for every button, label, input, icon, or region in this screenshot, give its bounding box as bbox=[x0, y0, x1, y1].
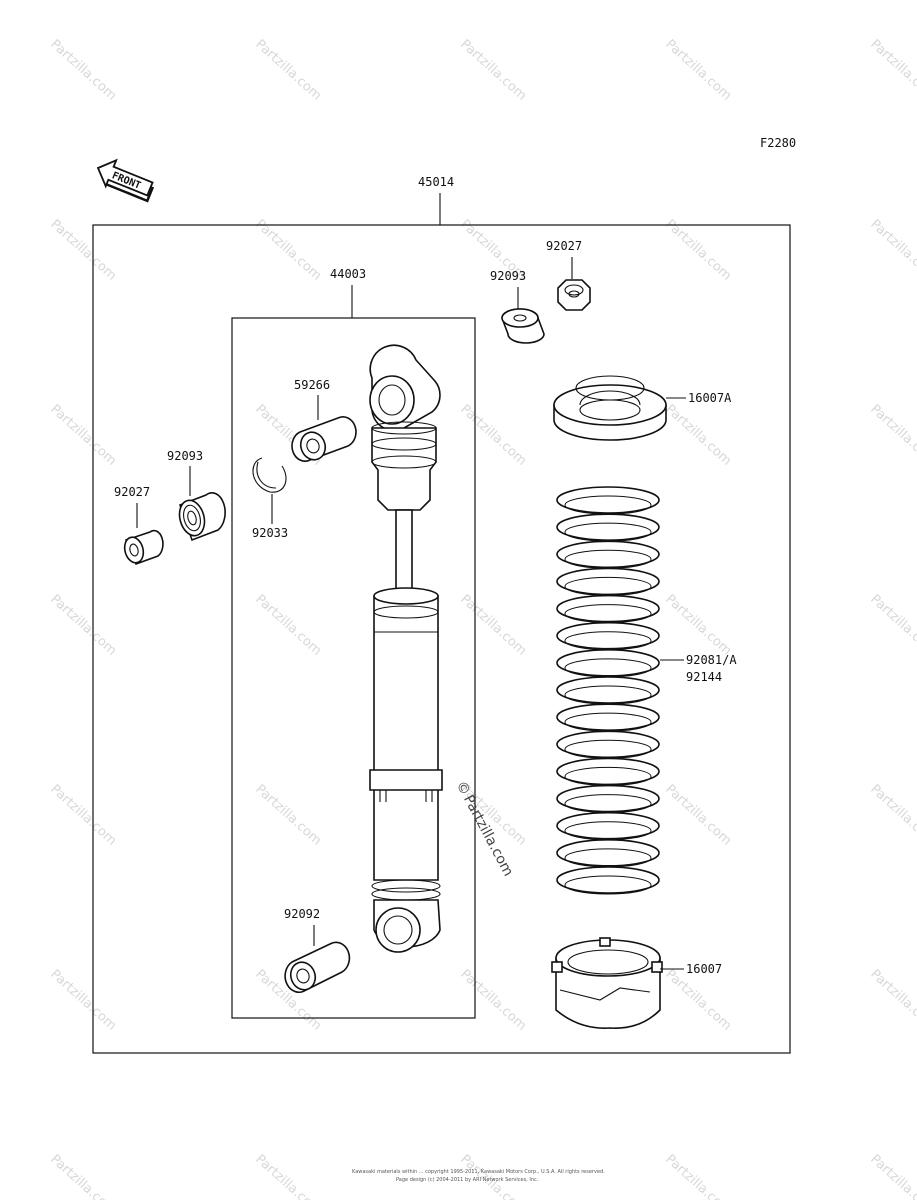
part-16007A-spring-seat bbox=[553, 375, 667, 441]
label-92081A: 92081/A bbox=[686, 653, 737, 667]
front-arrow-icon: FRONT bbox=[96, 158, 155, 203]
spring-coil-inner bbox=[564, 712, 652, 732]
spring-coil-inner bbox=[564, 576, 652, 596]
watermark-text: Partzilla.com bbox=[867, 217, 917, 284]
part-44003-shock-absorber bbox=[369, 344, 443, 953]
footer-line-1: Kawasaki materials within ... copyright … bbox=[352, 1169, 605, 1175]
spring-coil bbox=[556, 649, 660, 677]
spring-coil bbox=[556, 730, 660, 759]
watermark-text: Partzilla.com bbox=[252, 37, 324, 104]
label-16007: 16007 bbox=[686, 962, 722, 976]
watermark-text: Partzilla.com bbox=[252, 782, 324, 849]
copyright-mark: © bbox=[452, 778, 473, 798]
label-16007A: 16007A bbox=[688, 391, 732, 405]
watermark-text: Partzilla.com bbox=[457, 402, 529, 469]
watermark-text: Partzilla.com bbox=[47, 592, 119, 659]
watermark-text: Partzilla.com bbox=[47, 1152, 119, 1200]
footer-line-2: Page design (c) 2004-2011 by ARI Network… bbox=[396, 1177, 539, 1183]
spring-coil-inner bbox=[564, 522, 652, 542]
part-92092-collar bbox=[284, 941, 351, 993]
spring-coil-inner bbox=[564, 495, 652, 515]
spring-coil bbox=[556, 784, 660, 813]
spring-coil-inner bbox=[564, 821, 652, 841]
label-92027-left: 92027 bbox=[114, 485, 150, 499]
label-59266: 59266 bbox=[294, 378, 330, 392]
label-92092: 92092 bbox=[284, 907, 320, 921]
watermark-text: Partzilla.com bbox=[867, 782, 917, 849]
part-92027-top bbox=[557, 279, 591, 311]
part-92033-circlip bbox=[252, 457, 287, 493]
label-92027-top: 92027 bbox=[546, 239, 582, 253]
watermark-text: Partzilla.com bbox=[662, 37, 734, 104]
watermark-text: Partzilla.com bbox=[252, 217, 324, 284]
spring-coil bbox=[556, 513, 660, 541]
watermark-text: Partzilla.com bbox=[662, 217, 734, 284]
sub-assembly-label-44003: 44003 bbox=[330, 267, 366, 281]
spring-coil bbox=[556, 676, 660, 704]
watermark-text: Partzilla.com bbox=[457, 1152, 529, 1200]
watermark-text: Partzilla.com bbox=[47, 402, 119, 469]
watermark-text: Partzilla.com bbox=[867, 592, 917, 659]
watermark-text: Partzilla.com bbox=[47, 37, 119, 104]
watermark-text: Partzilla.com bbox=[47, 217, 119, 284]
label-92033: 92033 bbox=[252, 526, 288, 540]
spring-coil bbox=[556, 621, 660, 650]
watermark-text: Partzilla.com bbox=[457, 592, 529, 659]
sub-assembly-frame bbox=[231, 317, 476, 1019]
assembly-label-45014: 45014 bbox=[418, 175, 454, 189]
watermark-text: Partzilla.com bbox=[662, 592, 734, 659]
part-92081A-spring bbox=[556, 486, 660, 895]
spring-coil-inner bbox=[564, 685, 652, 705]
watermark-text: Partzilla.com bbox=[867, 1152, 917, 1200]
spring-coil-inner bbox=[564, 794, 652, 814]
watermark-text: Partzilla.com bbox=[662, 967, 734, 1034]
spring-coil-inner bbox=[564, 631, 652, 651]
spring-coil-inner bbox=[564, 658, 652, 678]
watermark-text: Partzilla.com bbox=[867, 37, 917, 104]
spring-coil bbox=[556, 811, 660, 840]
part-92093-top bbox=[501, 308, 545, 344]
label-92093-left: 92093 bbox=[167, 449, 203, 463]
spring-coil-inner bbox=[564, 766, 652, 786]
part-16007-adjuster-nut bbox=[551, 937, 663, 1029]
part-59266-collar bbox=[291, 416, 357, 462]
watermark-text: Partzilla.com bbox=[47, 967, 119, 1034]
spring-coil-inner bbox=[564, 848, 652, 868]
spring-coil bbox=[556, 540, 660, 569]
spring-coil-inner bbox=[564, 549, 652, 569]
diagram-code: F2280 bbox=[760, 136, 796, 150]
part-92093-left-bearing bbox=[178, 492, 226, 542]
spring-coil bbox=[556, 703, 660, 731]
spring-coil-inner bbox=[564, 739, 652, 759]
spring-coil bbox=[556, 567, 660, 596]
spring-coil bbox=[556, 757, 660, 786]
spring-coil-inner bbox=[564, 604, 652, 624]
assembly-frame bbox=[92, 224, 791, 1054]
watermark-text: Partzilla.com bbox=[867, 967, 917, 1034]
label-92093-top: 92093 bbox=[490, 269, 526, 283]
spring-coil-inner bbox=[564, 875, 652, 895]
spring-coil bbox=[556, 866, 660, 894]
spring-coil bbox=[556, 594, 660, 623]
watermark-text: Partzilla.com bbox=[457, 37, 529, 104]
label-92144: 92144 bbox=[686, 670, 722, 684]
part-92027-left-bushing bbox=[123, 529, 164, 566]
watermark-text: Partzilla.com bbox=[457, 967, 529, 1034]
spring-coil bbox=[556, 839, 660, 867]
watermark-text: Partzilla.com bbox=[867, 402, 917, 469]
watermark-text: Partzilla.com bbox=[662, 1152, 734, 1200]
watermark-text: Partzilla.com bbox=[47, 782, 119, 849]
watermark-text: Partzilla.com bbox=[252, 592, 324, 659]
watermark-text: Partzilla.com bbox=[252, 1152, 324, 1200]
watermark-text: Partzilla.com bbox=[662, 782, 734, 849]
watermark-text: Partzilla.com bbox=[662, 402, 734, 469]
spring-coil bbox=[556, 486, 660, 514]
